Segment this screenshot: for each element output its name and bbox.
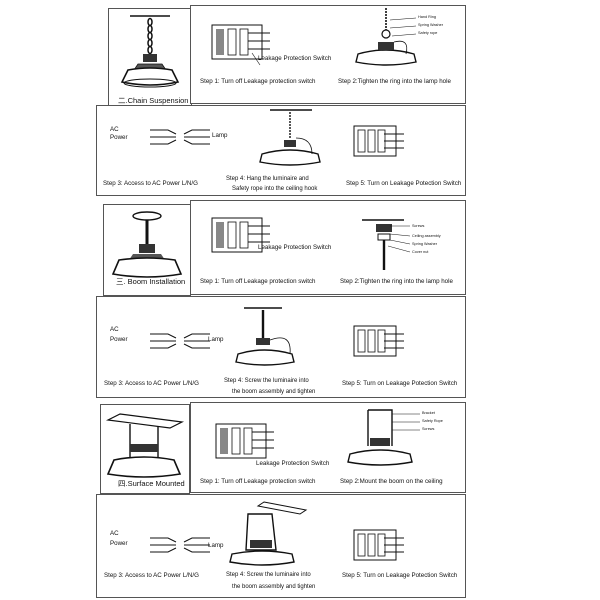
- step-3-text: Step 3: Access to AC Power L/N/G: [103, 180, 198, 187]
- leakage-switch-diagram: [211, 217, 270, 253]
- step-2-text: Step 2:Mount the boom on the ceiling: [340, 478, 443, 485]
- ac-label: AC: [110, 126, 119, 133]
- surface-luminaire-figure: [229, 501, 308, 566]
- step-5-text: Step 5: Turn on Leakage Potection Switch: [342, 572, 458, 579]
- ceiling-assembly-figure: [362, 219, 411, 270]
- step-4-text-line-2: the boom assembly and tighten: [232, 584, 316, 590]
- switch-label: Leakage Protection Switch: [258, 55, 332, 62]
- switch-on-diagram: [353, 325, 404, 357]
- leakage-switch-diagram: [211, 24, 270, 66]
- step-2-text: Step 2:Tighten the ring into the lamp ho…: [338, 78, 451, 85]
- callout-ceiling-assembly: Ceiling assembly: [412, 234, 441, 238]
- ac-label: AC: [110, 530, 119, 537]
- chain-pendant-figure: [120, 15, 180, 88]
- section-title: 三. Boom Installation: [116, 277, 186, 286]
- power-label: Power: [110, 336, 128, 343]
- switch-on-diagram: [353, 529, 404, 561]
- power-label: Power: [110, 540, 128, 547]
- callout-cover-nut: Cover nut: [412, 250, 429, 254]
- callout-safety-rope: Safety rope: [418, 31, 438, 35]
- hand-ring-figure: [355, 8, 417, 66]
- switch-label: Leakage Protection Switch: [258, 244, 332, 251]
- step-3-text: Step 3: Access to AC Power L/N/G: [104, 572, 199, 579]
- step-1-text: Step 1: Turn off Leakage protection swit…: [200, 278, 316, 285]
- callout-safety-rope: Safety Rope: [422, 419, 443, 423]
- step-panel-bottom: [96, 296, 466, 398]
- step-4-text-line-2: Safety rope into the ceiling hook: [232, 186, 318, 192]
- step-1-text: Step 1: Turn off Leakage protection swit…: [200, 478, 316, 485]
- bracket-mount-figure: [347, 409, 420, 466]
- callout-screws: Screws: [412, 224, 425, 228]
- step-4-text-line-1: Step 4: Screw the luminaire into: [224, 378, 309, 384]
- surface-mount-figure: [105, 413, 185, 478]
- callout-hand-ring: Hand Ring: [418, 15, 436, 19]
- wiring-diagram: [150, 537, 210, 553]
- callout-spring-washer: Spring Washer: [418, 23, 443, 27]
- section-title: 二.Chain Suspension: [118, 96, 189, 105]
- ac-label: AC: [110, 326, 119, 333]
- callout-screws: Screws: [422, 427, 435, 431]
- lamp-label: Lamp: [208, 336, 224, 343]
- step-1-text: Step 1: Turn off Leakage protection swit…: [200, 78, 316, 85]
- callout-spring-washer: Spring Washer: [412, 242, 437, 246]
- step-3-text: Step 3: Access to AC Power L/N/G: [104, 380, 199, 387]
- power-label: Power: [110, 134, 128, 141]
- step-5-text: Step 5: Turn on Leakage Potection Switch: [342, 380, 458, 387]
- step-5-text: Step 5: Turn on Leakage Potection Switch: [346, 180, 462, 187]
- leakage-switch-diagram: [215, 423, 274, 459]
- boom-pendant-figure: [111, 211, 183, 278]
- lamp-label: Lamp: [208, 542, 224, 549]
- step-4-text-line-1: Step 4: Hang the luminaire and: [226, 176, 309, 182]
- switch-label: Leakage Protection Switch: [256, 460, 330, 467]
- wiring-diagram: [150, 333, 210, 349]
- section-title: 四.Surface Mounted: [118, 479, 185, 488]
- switch-on-diagram: [353, 125, 404, 157]
- lamp-label: Lamp: [212, 132, 228, 139]
- step-4-text-line-2: the boom assembly and tighten: [232, 389, 316, 395]
- step-2-text: Step 2:Tighten the ring into the lamp ho…: [340, 278, 453, 285]
- callout-bracket: Bracket: [422, 411, 435, 415]
- boom-luminaire-figure: [235, 307, 295, 366]
- step-panel-bottom: [96, 494, 466, 598]
- hanging-luminaire-figure: [259, 109, 321, 166]
- wiring-diagram: [150, 129, 210, 145]
- step-4-text-line-1: Step 4: Screw the luminaire into: [226, 572, 311, 578]
